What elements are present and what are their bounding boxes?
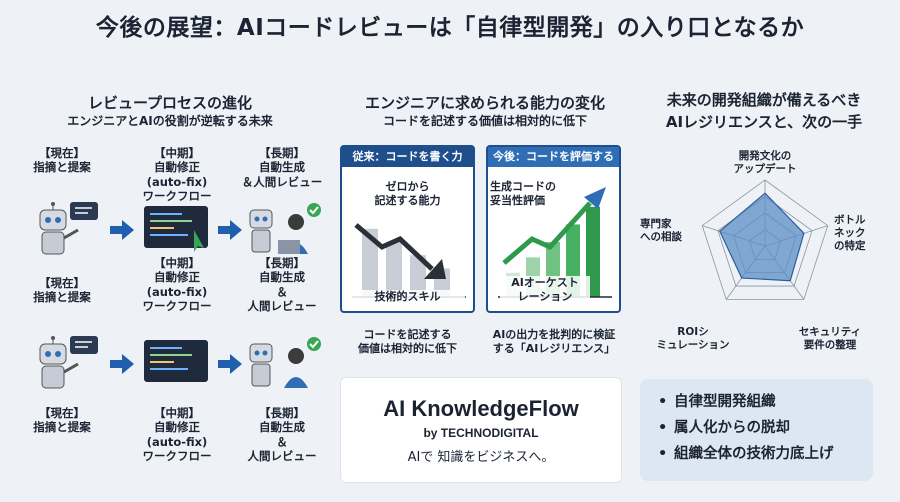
row1-now-label: 【現在】 指摘と提案 [33, 146, 91, 175]
radar-chart [701, 179, 829, 300]
logo-card: AI KnowledgeFlow by TECHNODIGITAL AIで 知識… [340, 377, 622, 483]
up-trend-line [502, 201, 592, 265]
up-arrow-icon [584, 187, 606, 209]
past-top-label: ゼロから 記述する能力 [374, 180, 441, 208]
past-bar [410, 255, 426, 297]
person-icon [284, 348, 308, 388]
left-subheading: エンジニアとAIの役割が逆転する未来 [67, 114, 273, 128]
row2-long-label: 【長期】 自動生成 ＆ 人間レビュー [247, 256, 317, 314]
row3-now-label: 【現在】 指摘と提案 [33, 406, 91, 435]
row3-long-label: 【長期】 自動生成 ＆ 人間レビュー [247, 406, 317, 464]
code-window-icon [144, 206, 208, 252]
bullet-box: •自律型開発組織 •属人化からの脱却 •組織全体の技術力底上げ [640, 379, 873, 481]
robot-icon [39, 336, 79, 389]
robot-icon [39, 202, 79, 255]
radar-label-roi: ROIシ ミュレーション [656, 326, 730, 352]
past-bottom-label: 技術的スキル [350, 290, 465, 305]
radar-grid-ring [701, 179, 829, 300]
future-top-label: 生成コードの 妥当性評価 [490, 180, 556, 208]
check-icon [307, 203, 321, 217]
down-arrow-icon [424, 259, 446, 279]
bullet-item: •組織全体の技術力底上げ [658, 446, 834, 462]
arrow-right-icon [110, 220, 134, 240]
radar-value-area [719, 192, 805, 282]
middle-heading: エンジニアに求められる能力の変化 [364, 94, 605, 112]
row2-now-label: 【現在】 指摘と提案 [33, 276, 91, 305]
right-heading: 未来の開発組織が備えるべき AIレジリエンスと、次の一手 [665, 91, 863, 131]
robot-icon [249, 209, 273, 253]
logo-tagline: AIで 知識をビジネスへ。 [407, 450, 555, 465]
code-window-icon [144, 340, 208, 382]
future-bottom-label: AIオーケスト レーション [500, 276, 590, 305]
arrow-right-icon [110, 354, 134, 374]
past-skill-panel: 従来：コードを書く力 [340, 145, 475, 313]
past-caption: コードを記述する 価値は相対的に低下 [358, 328, 457, 356]
chat-bubble-icon [70, 202, 98, 220]
row2-mid-label: 【中期】 自動修正 (auto-fix) ワークフロー [142, 256, 212, 314]
row3-illustrations [39, 336, 321, 389]
row1-illustrations [39, 202, 321, 255]
check-icon [307, 337, 321, 351]
radar-label-bottleneck: ボトル ネック の特定 [834, 214, 866, 253]
radar-label-security: セキュリティ 要件の整理 [798, 326, 862, 352]
down-trend-line [354, 223, 434, 271]
middle-subheading: コードを記述する価値は相対的に低下 [382, 114, 587, 128]
logo-name: AI KnowledgeFlow [383, 396, 579, 421]
chat-bubble-icon [70, 336, 98, 354]
past-bar [386, 242, 402, 297]
arrow-right-icon [218, 354, 242, 374]
radar-grid-ring [717, 196, 813, 287]
radar-label-culture: 開発文化の アップデート [733, 150, 797, 176]
radar-label-expert: 専門家 への相談 [640, 218, 682, 244]
row3-mid-label: 【中期】 自動修正 (auto-fix) ワークフロー [142, 406, 212, 464]
page-title: 今後の展望：AIコードレビューは「自律型開発」の入り口となるか [95, 15, 805, 41]
row1-mid-label: 【中期】 自動修正 (auto-fix) ワークフロー [142, 146, 212, 204]
past-panel-header: 従来：コードを書く力 [342, 147, 473, 167]
past-bar [362, 228, 378, 297]
row1-long-label: 【長期】 自動生成 ＆人間レビュー [241, 146, 323, 189]
logo-by: by TECHNODIGITAL [423, 426, 539, 440]
future-panel-header: 今後：コードを評価する力 [488, 147, 619, 183]
arrow-right-icon [218, 220, 242, 240]
left-heading: レビュープロセスの進化 [87, 94, 253, 112]
bullet-item: •属人化からの脱却 [658, 420, 790, 436]
robot-icon [249, 343, 273, 387]
future-bar [586, 206, 600, 297]
bullet-item: •自律型開発組織 [658, 394, 776, 410]
person-icon [278, 214, 308, 254]
future-caption: AIの出力を批判的に検証 する「AIレジリエンス」 [492, 328, 616, 356]
